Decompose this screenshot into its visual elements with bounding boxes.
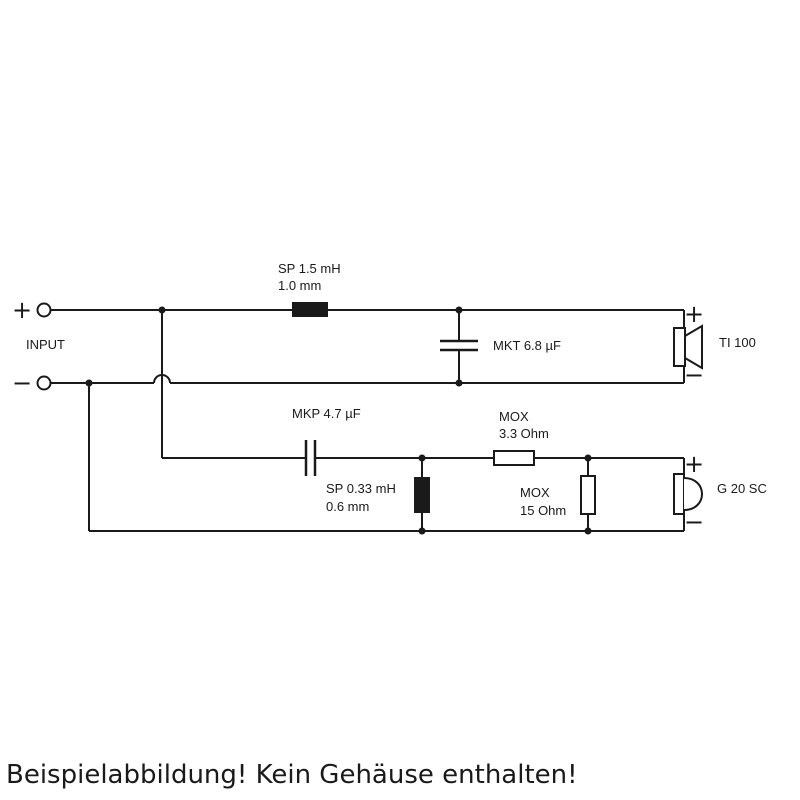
woofer-capacitor (304, 440, 317, 476)
shunt-resistor (580, 458, 596, 531)
woofer-feed-wire (161, 310, 306, 459)
tweeter-driver-icon (673, 324, 703, 370)
input-minus-terminal (36, 375, 52, 391)
input-plus-sign: + (12, 296, 32, 324)
woofer-coil-label-1: SP 0.33 mH (326, 481, 396, 496)
tweeter-coil-label-1: SP 1.5 mH (278, 261, 341, 276)
series-resistor (493, 450, 535, 466)
junction-dot (584, 527, 592, 535)
woofer-minus-sign: − (684, 508, 704, 536)
tweeter-minus-sign: − (684, 361, 704, 389)
woofer-top-wire (315, 457, 685, 474)
disclaimer-caption: Beispielabbildung! Kein Gehäuse enthalte… (6, 760, 578, 790)
junction-dot (418, 527, 426, 535)
series-resistor-label-2: 3.3 Ohm (499, 426, 549, 441)
woofer-driver-icon (673, 473, 703, 515)
woofer-driver-label: G 20 SC (717, 481, 767, 496)
series-resistor-label-1: MOX (499, 409, 529, 424)
middle-rail-wire (51, 366, 685, 384)
woofer-capacitor-label: MKP 4.7 µF (292, 406, 361, 421)
shunt-resistor-label-1: MOX (520, 485, 550, 500)
woofer-coil-label-2: 0.6 mm (326, 499, 369, 514)
input-minus-sign: − (12, 369, 32, 397)
tweeter-capacitor-label: MKT 6.8 µF (493, 338, 561, 353)
tweeter-coil-label-2: 1.0 mm (278, 278, 321, 293)
input-label: INPUT (26, 337, 65, 352)
tweeter-driver-label: TI 100 (719, 335, 756, 350)
tweeter-coil (292, 302, 328, 317)
shunt-resistor-label-2: 15 Ohm (520, 503, 566, 518)
woofer-plus-sign: + (684, 450, 704, 478)
tweeter-plus-sign: + (684, 300, 704, 328)
woofer-coil (414, 458, 430, 531)
tweeter-capacitor (440, 310, 478, 383)
input-plus-terminal (36, 302, 52, 318)
top-rail-wire (51, 309, 685, 328)
